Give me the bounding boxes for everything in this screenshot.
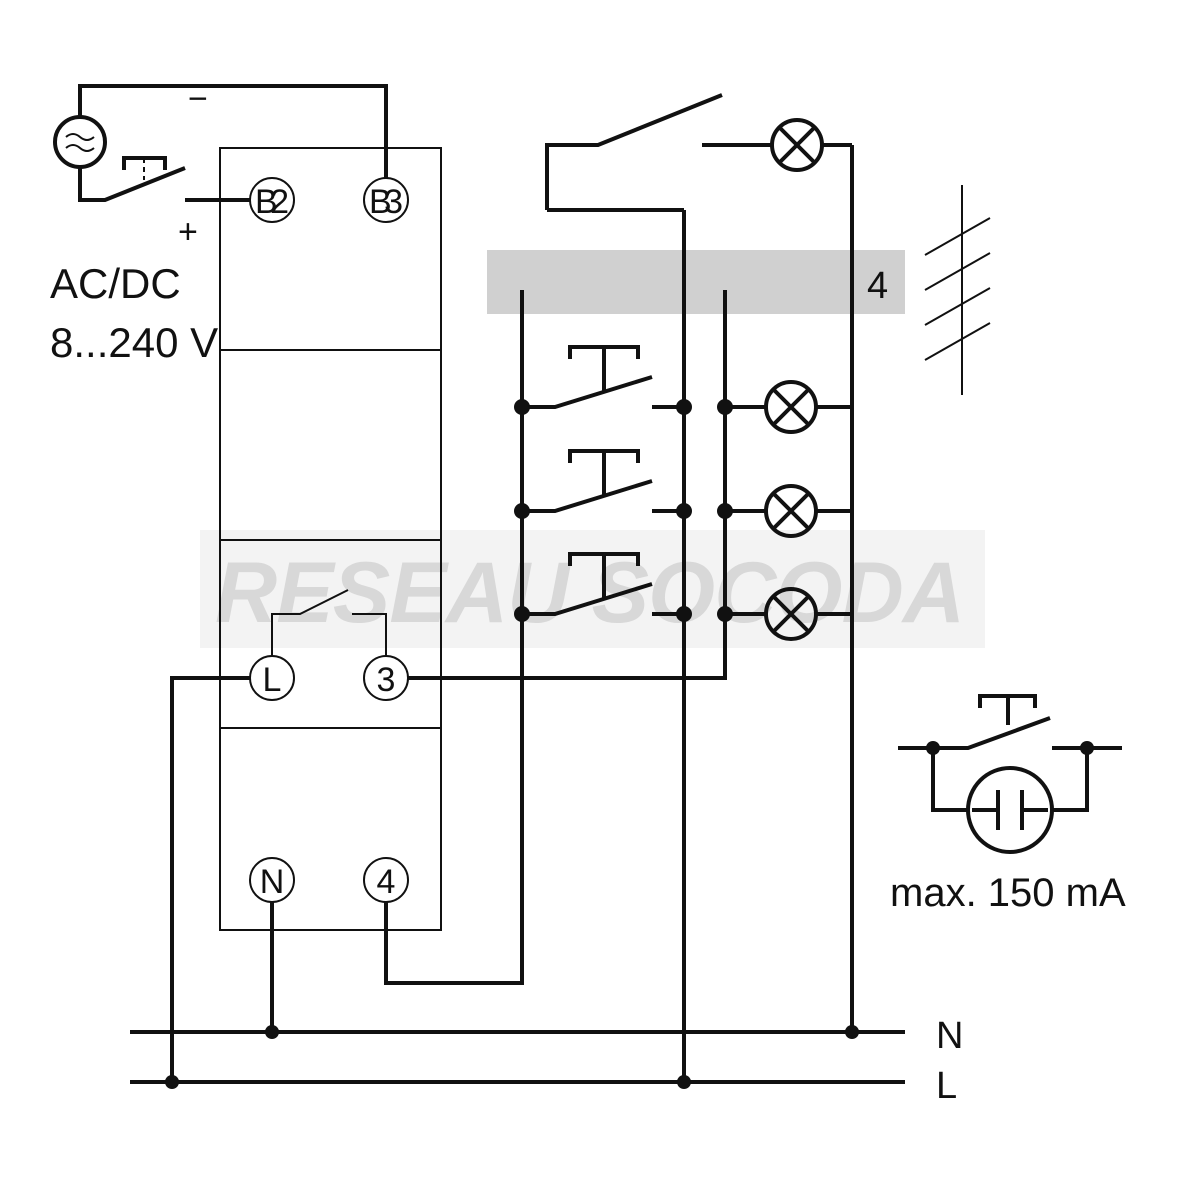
svg-text:B3: B3 <box>369 183 403 221</box>
junction-dots <box>165 1025 859 1089</box>
glow-lamp-note: max. 150 mA <box>890 871 1126 915</box>
relay-device <box>219 147 442 931</box>
line-n-label: N <box>936 1015 963 1057</box>
illuminated-pushbutton-symbol <box>898 694 1122 854</box>
pushbutton-row-1 <box>514 345 852 434</box>
svg-text:B2: B2 <box>255 183 289 221</box>
supply-voltage: 8...240 V <box>50 319 218 366</box>
svg-text:4: 4 <box>377 863 396 901</box>
lamp-icon <box>764 587 818 641</box>
pushbutton-rows <box>514 345 852 641</box>
watermark: RESEAU SOCODA <box>200 530 985 648</box>
svg-text:L: L <box>263 661 282 699</box>
lamp-icon <box>764 380 818 434</box>
line-l-label: L <box>936 1065 957 1107</box>
bus-bar <box>487 250 905 314</box>
supply-type: AC/DC <box>50 260 181 307</box>
lamp-top <box>770 118 824 172</box>
four-wire-symbol <box>924 185 991 395</box>
minus-sign: − <box>188 80 208 118</box>
plus-sign: + <box>178 213 198 251</box>
pushbutton-row-2 <box>514 449 852 538</box>
svg-text:3: 3 <box>377 661 396 699</box>
lamp-icon <box>764 484 818 538</box>
pushbutton-row-3 <box>514 552 852 641</box>
wiring <box>130 93 905 1084</box>
bus-label: 4 <box>867 265 888 307</box>
svg-text:N: N <box>260 863 285 901</box>
supply-source <box>53 84 388 202</box>
